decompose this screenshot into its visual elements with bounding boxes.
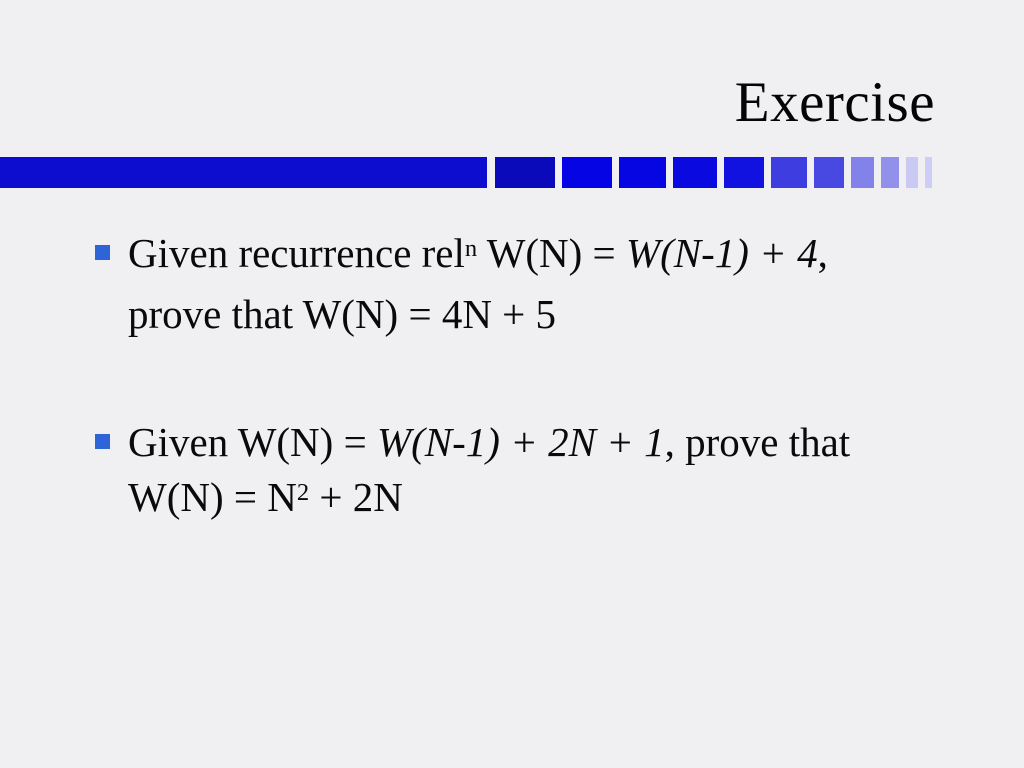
bullet-square-icon: [95, 434, 110, 449]
divider-block: [906, 157, 918, 188]
divider-blocks: [495, 157, 932, 188]
divider-block: [881, 157, 899, 188]
list-item: Given W(N) = W(N-1) + 2N + 1, prove that…: [95, 415, 955, 531]
divider-block: [619, 157, 666, 188]
divider-bar: [0, 157, 1024, 188]
slide-title: Exercise: [734, 71, 935, 134]
list-item: Given recurrence reln W(N) = W(N-1) + 4,…: [95, 226, 955, 342]
bullet-text: Given W(N) = W(N-1) + 2N + 1, prove that…: [128, 419, 851, 520]
divider-block: [771, 157, 807, 188]
divider-block: [495, 157, 555, 188]
divider-block: [673, 157, 717, 188]
bullet-text: Given recurrence reln W(N) = W(N-1) + 4,…: [128, 230, 828, 337]
divider-block: [814, 157, 844, 188]
divider-block: [562, 157, 612, 188]
divider-main-bar: [0, 157, 487, 188]
divider-block: [851, 157, 874, 188]
bullet-square-icon: [95, 245, 110, 260]
divider-block: [925, 157, 932, 188]
divider-block: [724, 157, 764, 188]
bullet-list: Given recurrence reln W(N) = W(N-1) + 4,…: [95, 226, 955, 604]
